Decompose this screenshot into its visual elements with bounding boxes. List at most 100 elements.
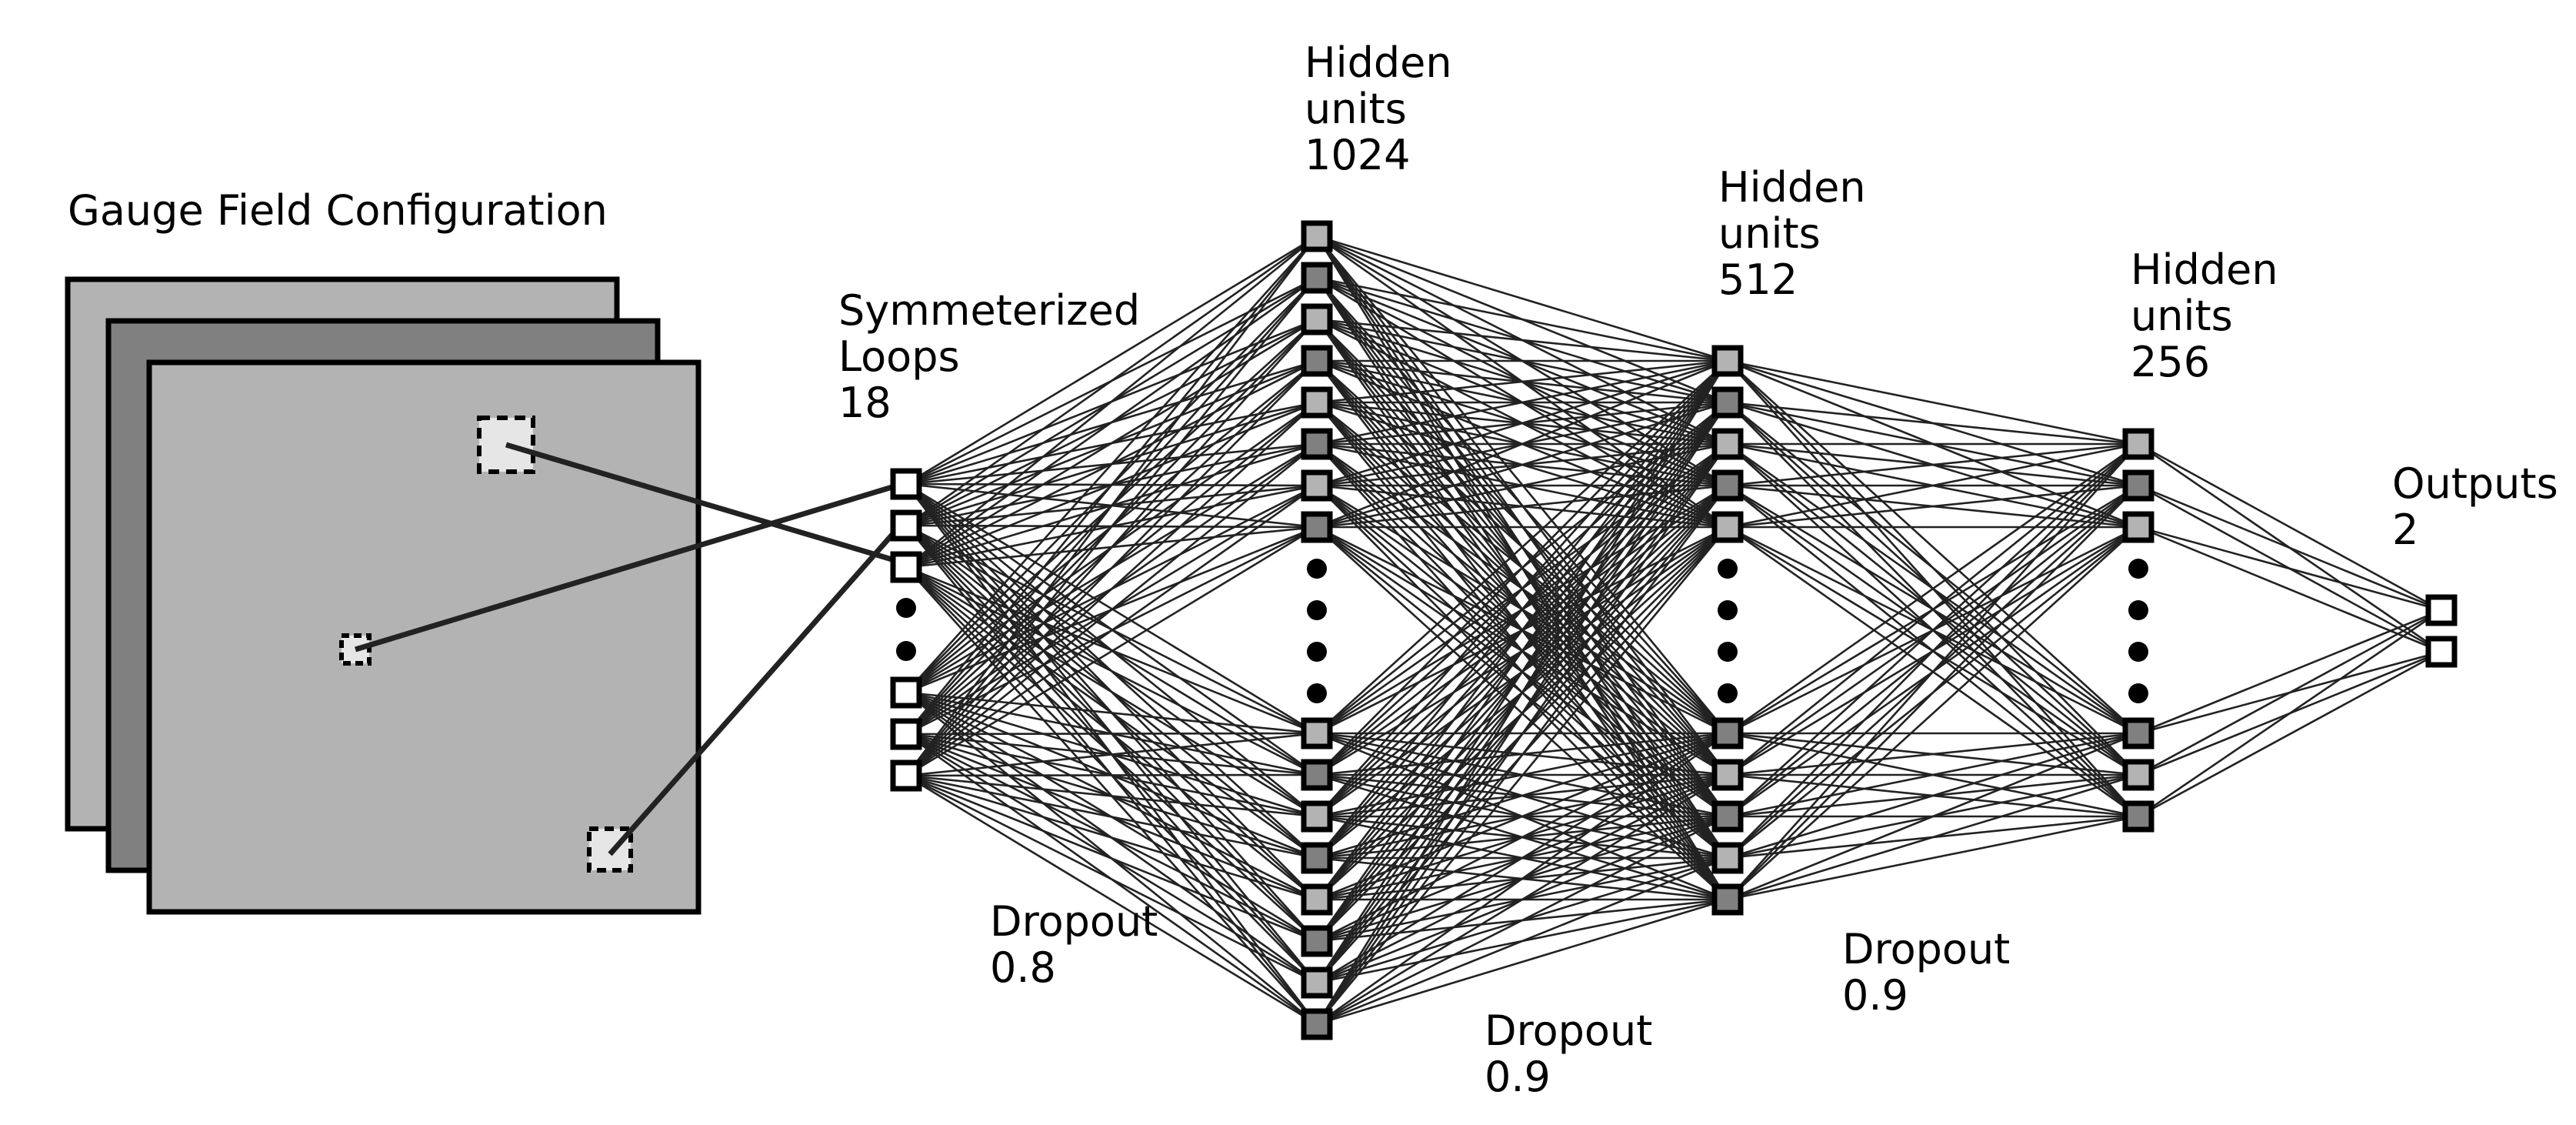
edge-loops-h1 bbox=[905, 235, 1318, 735]
edge-h1-h2 bbox=[1316, 276, 1728, 362]
node-h1 bbox=[1301, 428, 1333, 460]
edge-h3-out bbox=[2138, 484, 2442, 612]
node-h1 bbox=[1301, 511, 1333, 543]
edge-loops-h1 bbox=[905, 442, 1318, 777]
node-loops bbox=[890, 551, 922, 583]
edge-h2-h3 bbox=[1727, 442, 2139, 776]
edge-h1-h2 bbox=[1315, 402, 1729, 1025]
edge-loops-h1 bbox=[905, 774, 1318, 984]
ellipsis-dots bbox=[896, 559, 2148, 703]
layer-label-hidden-1024: Hidden units 1024 bbox=[1305, 38, 1465, 179]
ellipsis-dot-h3 bbox=[2128, 559, 2148, 579]
edge-loops-h1 bbox=[905, 774, 1318, 1026]
edge-loops-h1 bbox=[905, 235, 1318, 486]
node-h3 bbox=[2122, 469, 2154, 502]
edge-loops-h1 bbox=[905, 732, 1318, 777]
edge-loops-h1 bbox=[905, 732, 1318, 736]
node-h2 bbox=[1711, 759, 1744, 791]
node-h3 bbox=[2122, 717, 2154, 749]
edge-loops-h1 bbox=[905, 402, 1318, 776]
ellipsis-dot-h2 bbox=[1718, 600, 1738, 620]
dropout-label-2: Dropout 0.9 bbox=[1485, 1006, 1666, 1101]
edge-h1-h2 bbox=[1316, 235, 1728, 362]
node-h1 bbox=[1301, 220, 1333, 252]
edge-h1-h2 bbox=[1315, 360, 1729, 942]
layer-label-outputs: Outputs 2 bbox=[2392, 459, 2571, 554]
ellipsis-dot-h1 bbox=[1307, 559, 1327, 579]
edge-h1-h2 bbox=[1316, 773, 1728, 1026]
node-h1 bbox=[1301, 842, 1333, 874]
edge-h1-h2 bbox=[1316, 359, 1728, 529]
edge-h2-h3 bbox=[1727, 732, 2139, 901]
node-h1 bbox=[1301, 966, 1333, 999]
node-h1 bbox=[1301, 386, 1333, 419]
node-h3 bbox=[2122, 759, 2154, 791]
node-h1 bbox=[1301, 303, 1333, 335]
gauge-sheet-front bbox=[146, 359, 701, 915]
edge-h1-h2 bbox=[1316, 360, 1728, 776]
node-h2 bbox=[1711, 345, 1744, 377]
dropout-labels: Dropout 0.8 Dropout 0.9 Dropout 0.9 bbox=[990, 897, 2010, 1101]
edge-loops-h1 bbox=[905, 235, 1318, 527]
edge-h1-h2 bbox=[1316, 359, 1728, 487]
edge-h2-h3 bbox=[1727, 443, 2139, 900]
node-h1 bbox=[1301, 469, 1333, 502]
edge-h2-h3 bbox=[1727, 442, 2139, 529]
layer-label-hidden-256: Hidden units 256 bbox=[2131, 245, 2291, 386]
edge-h3-out bbox=[2138, 609, 2442, 818]
edge-h1-h2 bbox=[1315, 526, 1729, 1025]
edge-h1-h2 bbox=[1316, 856, 1728, 1026]
connection-edges bbox=[905, 235, 2442, 1026]
edge-h2-h3 bbox=[1727, 442, 2139, 487]
node-h2 bbox=[1711, 511, 1744, 543]
node-h2 bbox=[1711, 717, 1744, 749]
node-h1 bbox=[1301, 883, 1333, 916]
loop-link-3 bbox=[608, 521, 905, 856]
ellipsis-dot-h1 bbox=[1307, 600, 1327, 620]
node-h1 bbox=[1301, 800, 1333, 833]
node-h2 bbox=[1711, 842, 1744, 874]
gauge-field-configuration: Gauge Field Configuration bbox=[65, 186, 905, 915]
edge-h2-h3 bbox=[1727, 401, 2139, 735]
ellipsis-dot-h3 bbox=[2128, 683, 2148, 703]
layer-labels: Symmeterized Loops 18 Hidden units 1024 … bbox=[838, 38, 2571, 554]
edge-h2-h3 bbox=[1727, 443, 2139, 817]
edge-h1-h2 bbox=[1315, 360, 1729, 900]
edge-h2-h3 bbox=[1727, 485, 2139, 900]
edge-loops-h1 bbox=[905, 774, 1318, 901]
node-h1 bbox=[1301, 345, 1333, 377]
edge-h3-out bbox=[2138, 650, 2442, 818]
edge-h2-h3 bbox=[1727, 442, 2139, 735]
node-h1 bbox=[1301, 262, 1333, 294]
loop-link-1 bbox=[505, 442, 903, 566]
dropout-label-1: Dropout 0.8 bbox=[990, 897, 1171, 992]
edge-h1-h2 bbox=[1316, 360, 1728, 734]
edge-loops-h1 bbox=[905, 235, 1318, 693]
edge-loops-h1 bbox=[905, 235, 1318, 569]
edge-h1-h2 bbox=[1315, 360, 1729, 983]
edge-h1-h2 bbox=[1316, 898, 1728, 1026]
edge-loops-h1 bbox=[905, 774, 1318, 818]
input-title: Gauge Field Configuration bbox=[68, 186, 608, 235]
node-h2 bbox=[1711, 386, 1744, 419]
edge-loops-h1 bbox=[905, 774, 1318, 860]
edge-h2-h3 bbox=[1727, 526, 2139, 900]
edge-h2-h3 bbox=[1727, 815, 2139, 901]
edge-loops-h1 bbox=[905, 526, 1318, 777]
edge-h1-h2 bbox=[1315, 360, 1729, 859]
node-h3 bbox=[2122, 428, 2154, 460]
node-loops bbox=[890, 759, 922, 792]
edge-loops-h1 bbox=[905, 773, 1318, 777]
node-h1 bbox=[1301, 717, 1333, 749]
node-h2 bbox=[1711, 428, 1744, 460]
node-h3 bbox=[2122, 511, 2154, 543]
ellipsis-dot-h1 bbox=[1307, 683, 1327, 703]
edge-loops-h1 bbox=[905, 484, 1318, 777]
node-h1 bbox=[1301, 1008, 1333, 1040]
edge-h1-h2 bbox=[1316, 360, 1728, 817]
edge-h1-h2 bbox=[1316, 732, 1728, 1026]
edge-h1-h2 bbox=[1316, 359, 1728, 446]
ellipsis-dot-h3 bbox=[2128, 642, 2148, 662]
node-out bbox=[2425, 594, 2458, 626]
